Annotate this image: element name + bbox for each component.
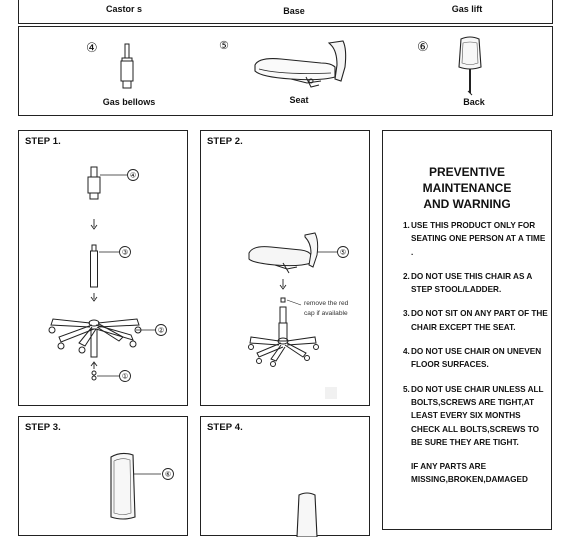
maintenance-item-5-number: 5. xyxy=(403,384,410,394)
step-2-callout-5: ⑤ xyxy=(340,249,346,257)
maintenance-item-2-number: 2. xyxy=(403,271,410,281)
maintenance-item-1-text: USE THIS PRODUCT ONLY FOR SEATING ONE PE… xyxy=(411,221,546,257)
gas-bellows-label: Gas bellows xyxy=(102,97,156,107)
step-1-callout-2: ② xyxy=(158,328,164,335)
maintenance-item-1: 1. USE THIS PRODUCT ONLY FOR SEATING ONE… xyxy=(403,219,548,259)
step-2-faint-mark xyxy=(325,387,337,399)
maintenance-item-5-text: DO NOT USE CHAIR UNLESS ALL BOLTS,SCREWS… xyxy=(411,384,544,447)
maintenance-title-line-1: PREVENTIVE MAINTENANCE xyxy=(422,165,512,195)
seat-label: Seat xyxy=(289,95,309,105)
step-2-note: remove the red cap if available xyxy=(304,299,348,319)
base-label: Base xyxy=(283,6,305,16)
step-3-callout-6: ⑥ xyxy=(165,471,171,479)
step-2-diagram: ⑤ xyxy=(248,232,349,367)
part-number-4: ④ xyxy=(86,40,98,55)
step-1-callout-4: ④ xyxy=(130,172,136,180)
castors-label: Castor s xyxy=(105,4,142,14)
back-drawing xyxy=(458,36,482,96)
maintenance-item-4-text: DO NOT USE CHAIR ON UNEVEN FLOOR SURFACE… xyxy=(411,347,542,370)
maintenance-title-line-2: AND WARNING xyxy=(423,197,511,211)
maintenance-title: PREVENTIVE MAINTENANCE AND WARNING xyxy=(383,164,551,212)
step-4-diagram xyxy=(296,492,318,537)
step-2-note-line-2: cap if available xyxy=(304,310,348,317)
maintenance-panel: PREVENTIVE MAINTENANCE AND WARNING 1. US… xyxy=(382,130,552,530)
gas-lift-label: Gas lift xyxy=(451,4,483,14)
maintenance-footer: IF ANY PARTS ARE MISSING,BROKEN,DAMAGED xyxy=(411,462,528,485)
part-number-5: ⑤ xyxy=(219,40,229,52)
maintenance-list: 1. USE THIS PRODUCT ONLY FOR SEATING ONE… xyxy=(403,219,548,487)
maintenance-item-3: 3. DO NOT SIT ON ANY PART OF THE CHAIR E… xyxy=(403,307,548,334)
step-3-diagram: ⑥ xyxy=(110,452,174,520)
step-1-callout-3: ③ xyxy=(122,249,128,257)
step-3-panel: STEP 3. ⑥ xyxy=(18,416,188,536)
maintenance-item-1-number: 1. xyxy=(403,221,410,230)
maintenance-item-3-text: DO NOT SIT ON ANY PART OF THE CHAIR EXCE… xyxy=(411,309,548,332)
back-label: Back xyxy=(463,97,485,107)
part-number-6: ⑥ xyxy=(417,39,429,54)
maintenance-item-2-text: DO NOT USE THIS CHAIR AS A STEP STOOL/LA… xyxy=(411,271,532,295)
step-2-panel: STEP 2. ⑤ xyxy=(200,130,370,406)
maintenance-item-4: 4. DO NOT USE CHAIR ON UNEVEN FLOOR SURF… xyxy=(403,345,548,372)
parts-list-box: ④ Gas bellows ⑤ Seat ⑥ Back xyxy=(18,26,553,116)
step-1-diagram: ④ ③ ② xyxy=(48,166,167,382)
maintenance-item-4-number: 4. xyxy=(403,347,410,357)
gas-bellows-drawing xyxy=(120,43,134,89)
step-4-panel: STEP 4. xyxy=(200,416,370,537)
maintenance-item-3-number: 3. xyxy=(403,309,410,319)
maintenance-item-2: 2. DO NOT USE THIS CHAIR AS A STEP STOOL… xyxy=(403,270,548,297)
step-3-title: STEP 3. xyxy=(25,422,61,433)
step-1-panel: STEP 1. ④ ③ xyxy=(18,130,188,406)
step-1-title: STEP 1. xyxy=(25,136,61,147)
seat-drawing xyxy=(254,40,347,88)
step-1-callout-1: ① xyxy=(122,373,128,381)
step-2-title: STEP 2. xyxy=(207,136,243,147)
step-2-note-line-1: remove the red xyxy=(304,300,349,307)
step-4-title: STEP 4. xyxy=(207,422,243,433)
maintenance-item-5: 5. DO NOT USE CHAIR UNLESS ALL BOLTS,SCR… xyxy=(403,383,548,449)
parts-list-top-box: Castor s Base Gas lift xyxy=(18,0,553,24)
